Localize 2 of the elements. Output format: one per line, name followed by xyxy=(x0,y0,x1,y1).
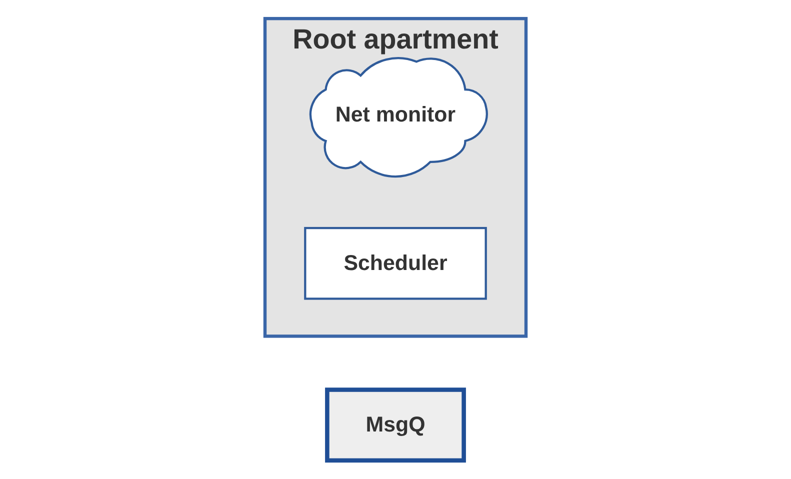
node-box: Scheduler xyxy=(304,226,487,300)
node-box: MsgQ xyxy=(325,388,466,463)
